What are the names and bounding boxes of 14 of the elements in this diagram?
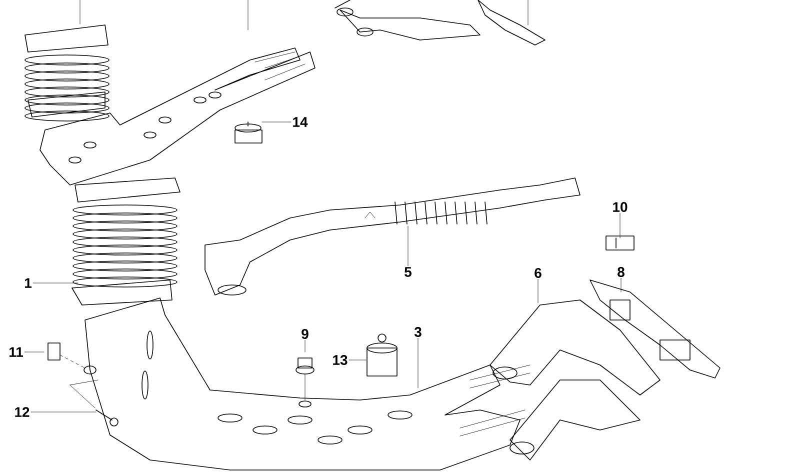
callout-number: 14 [293,117,308,127]
callout-number: 11 [9,347,24,357]
leader-line [620,278,622,292]
leader-line [304,340,306,352]
callout-number: 6 [534,268,542,278]
callout-number: 3 [414,327,422,337]
callout-number: 13 [333,355,348,365]
callout-number: 12 [15,407,30,417]
leader-line [32,282,78,284]
callout-number: 9 [302,329,308,339]
callout-number: 5 [404,267,412,277]
callout-number: 10 [613,202,628,212]
callout-number: 8 [618,267,624,277]
callout-number: 1 [24,278,32,288]
